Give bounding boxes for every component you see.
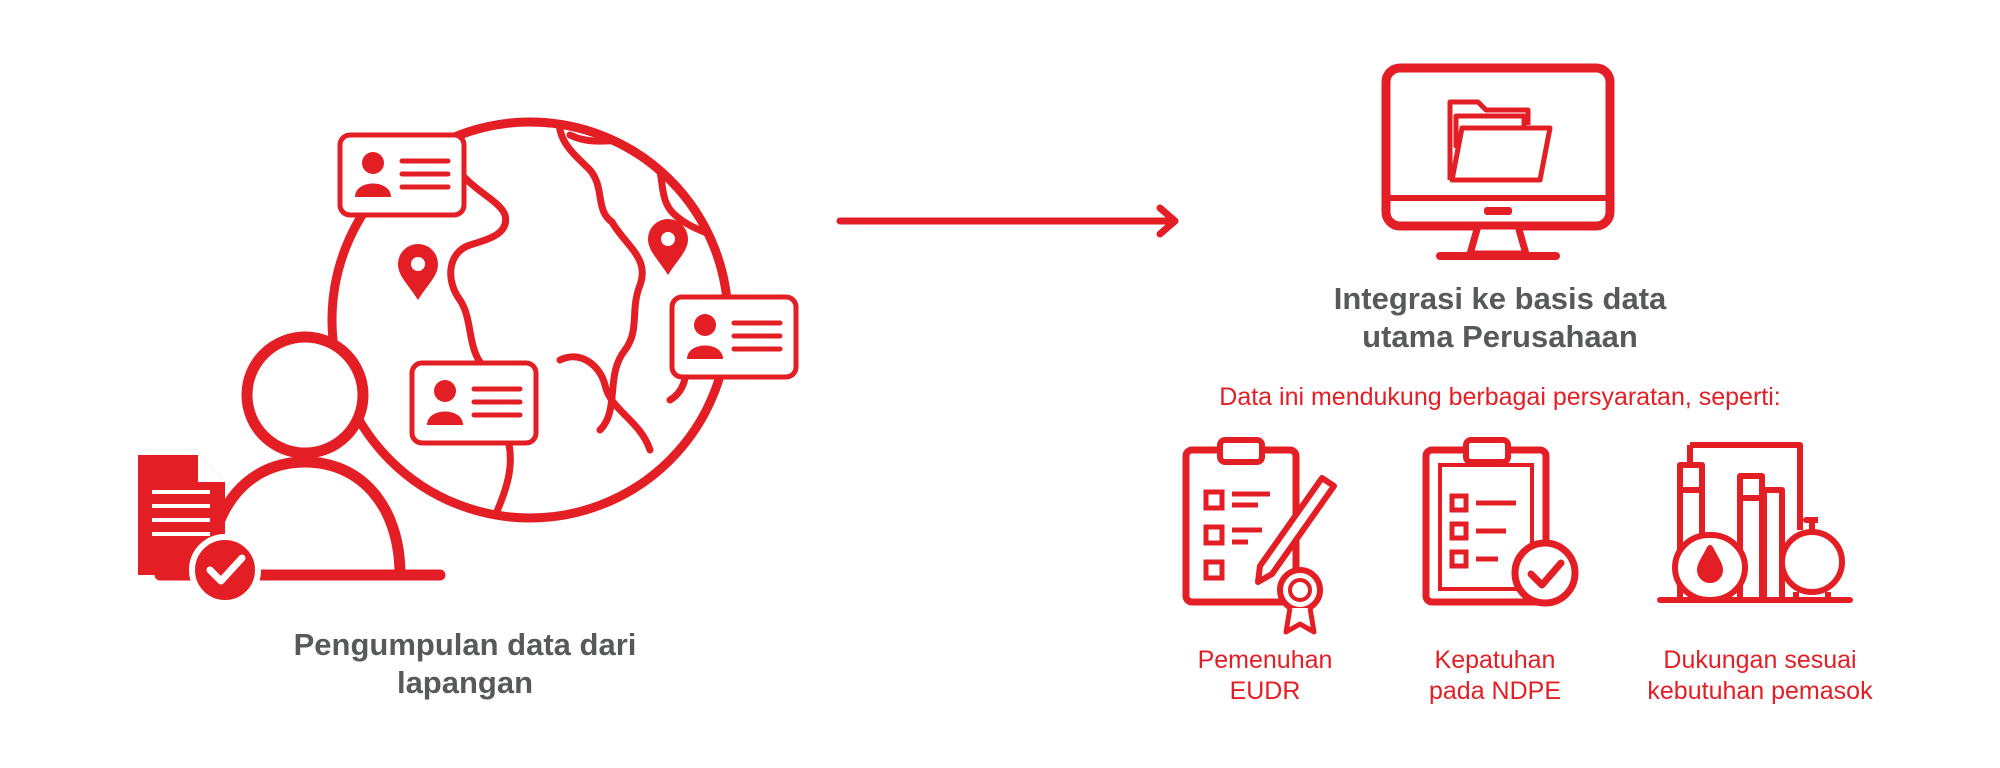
left-caption-line1: Pengumpulan data dari — [293, 627, 637, 662]
database-title-line2: utama Perusahaan — [1362, 319, 1638, 354]
id-card-icon — [672, 297, 796, 377]
requirement-label-line1: Pemenuhan — [1197, 646, 1333, 674]
requirement-label-line2: pada NDPE — [1428, 677, 1562, 705]
document-check-icon — [138, 455, 261, 606]
arrow-right-icon — [836, 204, 1179, 238]
requirement-label-line1: Dukungan sesuai — [1663, 646, 1857, 674]
requirement-label-line1: Kepatuhan — [1434, 646, 1556, 674]
requirement-label-supplier: Dukungan sesuai kebutuhan pemasok — [1595, 645, 1925, 707]
left-caption: Pengumpulan data dari lapangan — [220, 626, 710, 702]
database-title-line1: Integrasi ke basis data — [1333, 281, 1667, 316]
requirement-label-line2: kebutuhan pemasok — [1647, 677, 1873, 705]
clipboard-pencil-icon — [1182, 437, 1337, 635]
requirement-label-eudr: Pemenuhan EUDR — [1135, 645, 1395, 707]
clipboard-check-icon — [1422, 437, 1579, 607]
id-card-icon — [412, 363, 536, 443]
database-title: Integrasi ke basis data utama Perusahaan — [1270, 280, 1730, 356]
requirements-subtitle: Data ini mendukung berbagai persyaratan,… — [1219, 383, 1781, 411]
left-caption-line2: lapangan — [396, 665, 534, 700]
monitor-folder-icon — [1381, 63, 1615, 260]
requirement-label-ndpe: Kepatuhan pada NDPE — [1365, 645, 1625, 707]
requirement-label-line2: EUDR — [1229, 677, 1301, 705]
id-card-icon — [340, 135, 464, 215]
factory-icon — [1657, 442, 1853, 603]
